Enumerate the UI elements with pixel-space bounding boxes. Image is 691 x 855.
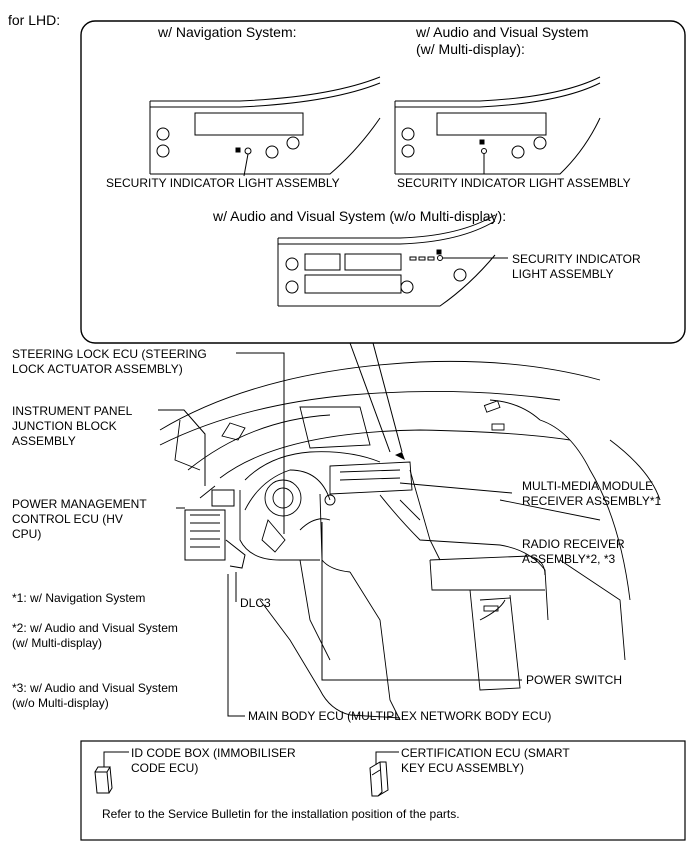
security-label-av: SECURITY INDICATOR LIGHT ASSEMBLY <box>397 176 631 190</box>
leader-multimedia <box>399 482 513 494</box>
security-label-nav: SECURITY INDICATOR LIGHT ASSEMBLY <box>106 176 340 190</box>
footnote-2-line1: *2: w/ Audio and Visual System <box>12 621 178 635</box>
nav-title: w/ Navigation System: <box>158 24 297 40</box>
power-mgmt-label-1: POWER MANAGEMENT <box>12 497 147 511</box>
dashboard-drawing <box>159 360 661 721</box>
bottom-box <box>80 740 686 841</box>
av-multi-panel-drawing <box>394 76 601 175</box>
callout-box <box>80 20 686 344</box>
steering-lock-label-2: LOCK ACTUATOR ASSEMBLY) <box>12 362 183 376</box>
certification-label-2: KEY ECU ASSEMBLY) <box>401 761 524 775</box>
ip-junction-label-3: ASSEMBLY <box>12 434 76 448</box>
power-mgmt-label-3: CPU) <box>12 527 42 541</box>
radio-label-1: RADIO RECEIVER <box>522 537 625 551</box>
power-mgmt-label-2: CONTROL ECU (HV <box>12 512 123 526</box>
footnote-1: *1: w/ Navigation System <box>12 591 146 605</box>
av-nomulti-panel-drawing <box>277 214 508 307</box>
service-bulletin-note: Refer to the Service Bulletin for the in… <box>102 807 460 821</box>
radio-label-2: ASSEMBLY*2, *3 <box>522 552 616 566</box>
security-label-nomulti-1: SECURITY INDICATOR <box>512 252 641 266</box>
footnote-3-line2: (w/o Multi-display) <box>12 696 109 710</box>
leader-ip-junction <box>158 409 206 486</box>
leader-main-body-ecu <box>227 574 245 717</box>
id-code-label-2: CODE ECU) <box>131 761 199 775</box>
leader-callout-2 <box>372 342 403 453</box>
certification-ecu-icon <box>369 751 399 797</box>
ip-junction-label-1: INSTRUMENT PANEL <box>12 404 133 418</box>
leader-steering-lock <box>236 352 285 534</box>
leader-callout-1 <box>349 342 391 453</box>
leader-arrowhead <box>395 452 405 460</box>
av-multi-subtitle: (w/ Multi-display): <box>416 41 525 57</box>
footnote-3-line1: *3: w/ Audio and Visual System <box>12 681 178 695</box>
id-code-label-1: ID CODE BOX (IMMOBILISER <box>131 746 296 760</box>
main-body-ecu-label: MAIN BODY ECU (MULTIPLEX NETWORK BODY EC… <box>248 709 552 723</box>
variant-label: for LHD: <box>8 12 61 28</box>
power-mgmt-ecu-drawing <box>184 489 246 569</box>
av-nomulti-title: w/ Audio and Visual System (w/o Multi-di… <box>213 208 507 224</box>
id-code-box-icon <box>94 751 129 794</box>
av-multi-title: w/ Audio and Visual System <box>416 24 589 40</box>
power-switch-label: POWER SWITCH <box>526 673 622 687</box>
nav-panel-drawing <box>149 76 381 177</box>
multimedia-label-2: RECEIVER ASSEMBLY*1 <box>522 494 662 508</box>
leader-power-switch <box>321 522 522 681</box>
footnote-2-line2: (w/ Multi-display) <box>12 636 103 650</box>
multimedia-label-1: MULTI-MEDIA MODULE <box>522 479 654 493</box>
steering-lock-label-1: STEERING LOCK ECU (STEERING <box>12 347 207 361</box>
security-label-nomulti-2: LIGHT ASSEMBLY <box>512 267 614 281</box>
ip-junction-label-2: JUNCTION BLOCK <box>12 419 117 433</box>
dlc3-label: DLC3 <box>240 596 271 610</box>
certification-label-1: CERTIFICATION ECU (SMART <box>401 746 570 760</box>
